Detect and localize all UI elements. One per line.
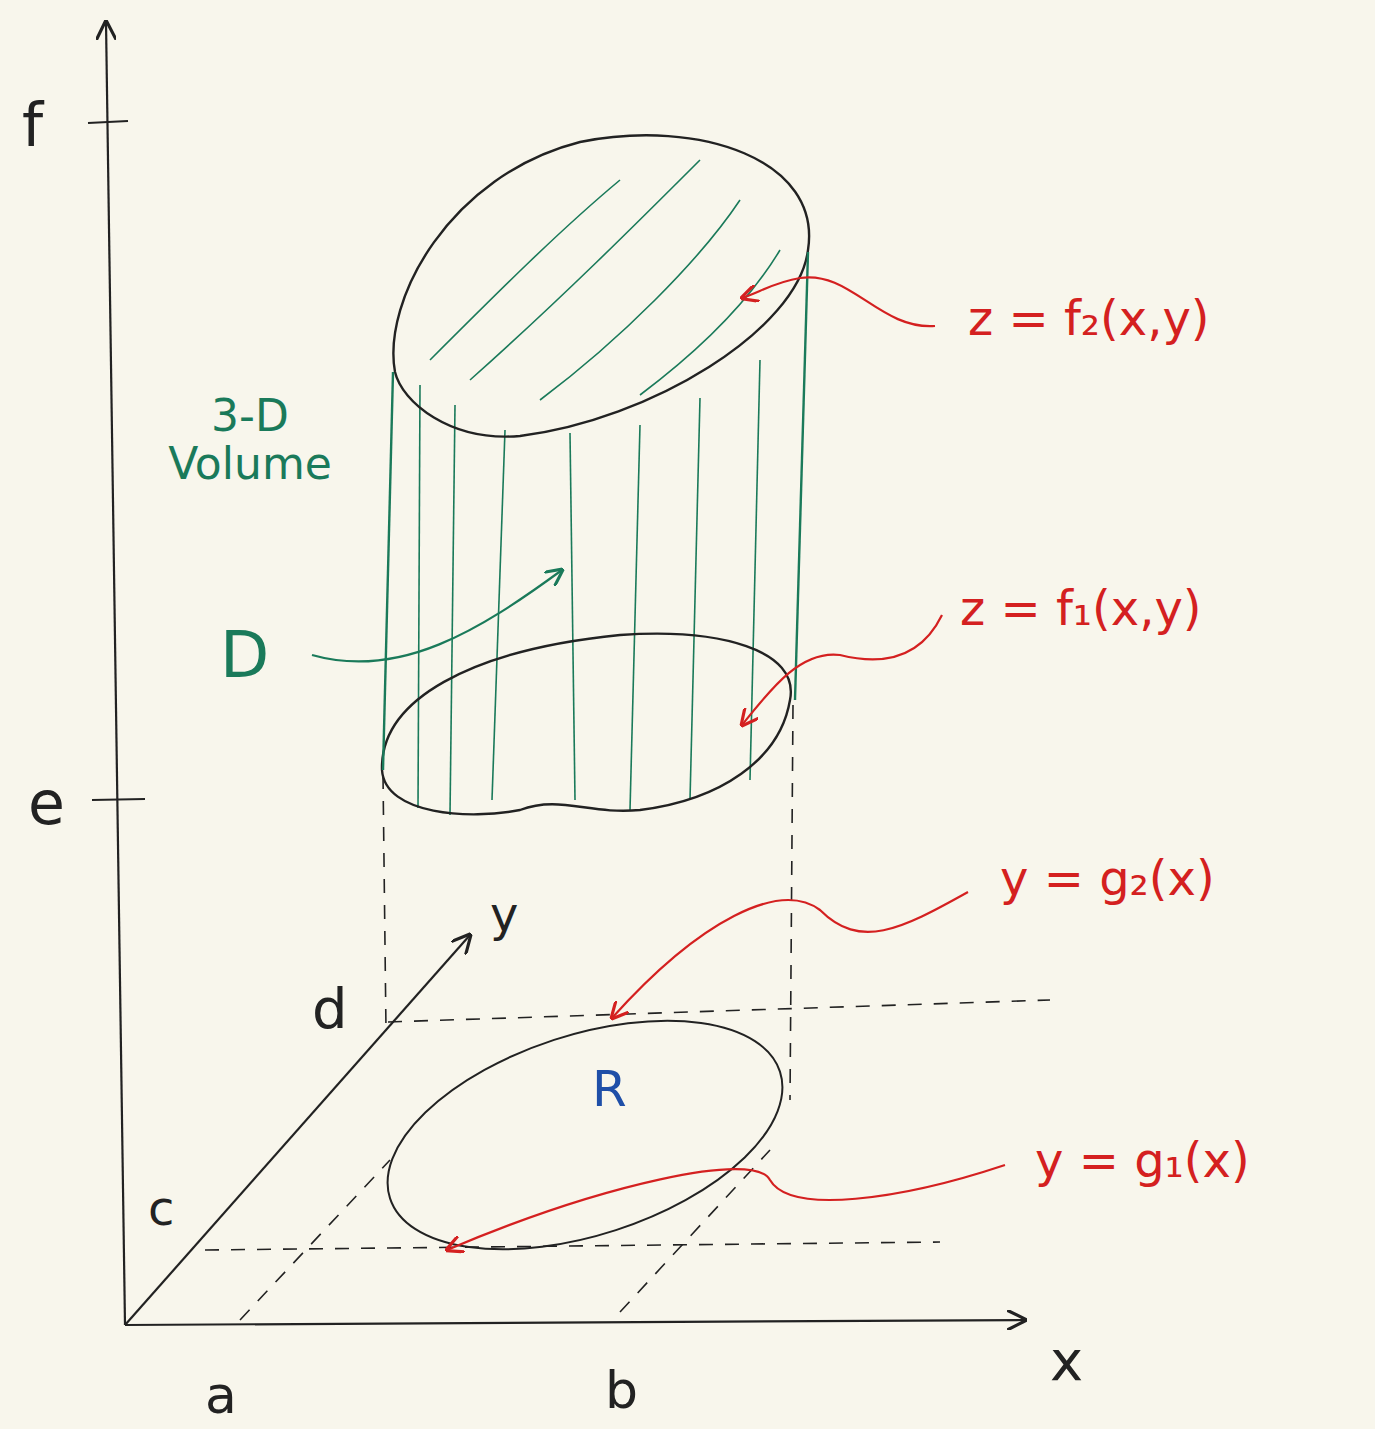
volume-hatching bbox=[418, 160, 780, 815]
surface-equation: z = f₂(x,y) bbox=[968, 292, 1210, 345]
volume-label: 3-D Volume bbox=[150, 392, 350, 489]
region-name: R bbox=[592, 1062, 627, 1117]
axis-name: x bbox=[1050, 1330, 1083, 1392]
axis-value: b bbox=[605, 1362, 638, 1419]
surface-equation: z = f₁(x,y) bbox=[960, 582, 1202, 635]
axis-value: a bbox=[205, 1367, 237, 1424]
region-outline bbox=[359, 977, 811, 1294]
volume-name: D bbox=[220, 620, 269, 690]
leader-line bbox=[312, 570, 562, 662]
volume-outline bbox=[382, 135, 809, 814]
axis-value: e bbox=[28, 770, 65, 836]
axis-value: f bbox=[22, 92, 43, 158]
curve-equation: y = g₂(x) bbox=[1000, 852, 1215, 905]
axes bbox=[88, 22, 1025, 1325]
leader-lines bbox=[447, 277, 1005, 1250]
axis-value: d bbox=[312, 978, 348, 1040]
projection-lines bbox=[205, 705, 1050, 1320]
curve-equation: y = g₁(x) bbox=[1035, 1134, 1250, 1187]
axis-name: y bbox=[490, 888, 518, 941]
axis-value: c bbox=[148, 1182, 174, 1235]
